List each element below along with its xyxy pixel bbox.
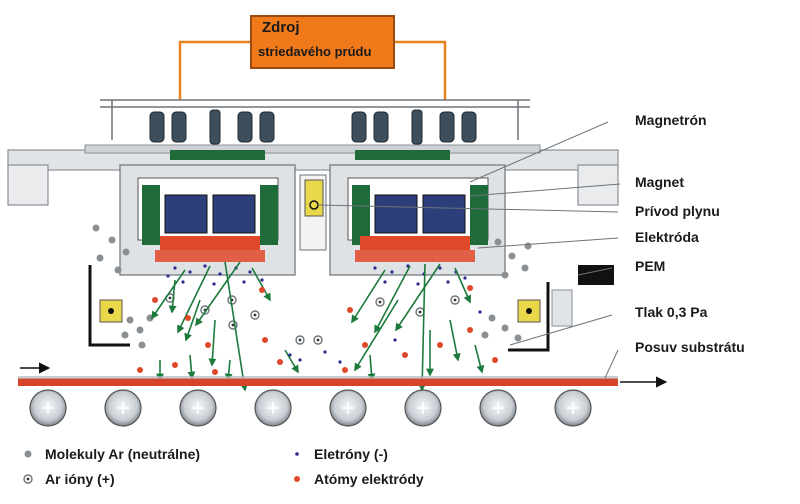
legend-marker-neutral — [24, 450, 32, 458]
label-pressure: Tlak 0,3 Pa — [635, 304, 708, 320]
legend-markers — [23, 450, 300, 484]
rollers — [29, 389, 592, 427]
magnetron-right — [329, 164, 506, 276]
label-magnet: Magnet — [635, 174, 684, 190]
source-wires — [178, 40, 447, 100]
ac-power-source: Zdroj striedavého prúdu — [250, 15, 395, 69]
leader-lines — [317, 121, 621, 379]
argon-neutrals — [92, 224, 532, 349]
source-title: Zdroj — [262, 19, 300, 36]
label-electrode: Elektróda — [635, 229, 699, 245]
side-gas-inlets — [99, 299, 541, 323]
pem-sensor — [551, 265, 614, 327]
legend-item-neutral: Molekuly Ar (neutrálne) — [45, 446, 201, 462]
legend-item-atom: Atómy elektródy — [314, 471, 424, 487]
gas-inlet — [299, 174, 327, 251]
top-rail — [100, 99, 530, 140]
electrons-mid — [288, 310, 482, 364]
substrate — [18, 376, 618, 386]
electrons — [166, 264, 467, 286]
label-magnetron: Magnetrón — [635, 112, 707, 128]
argon-ions — [165, 293, 460, 345]
feed-arrows — [20, 362, 668, 388]
source-subtitle: striedavého prúdu — [258, 44, 372, 59]
electrode-atoms — [137, 285, 498, 375]
legend-marker-atom — [294, 476, 300, 482]
trajectory-arrows — [151, 261, 485, 392]
legend-item-ion: Ar ióny (+) — [45, 471, 115, 487]
legend-item-electron: Eletróny (-) — [314, 446, 388, 462]
magnetron-left — [119, 164, 296, 276]
label-pem: PEM — [635, 258, 666, 274]
legend-marker-electron — [295, 452, 299, 456]
label-gas-inlet: Prívod plynu — [635, 203, 720, 219]
label-substrate-feed: Posuv substrátu — [635, 339, 745, 355]
insulators — [149, 109, 477, 145]
side-shields — [88, 265, 550, 352]
